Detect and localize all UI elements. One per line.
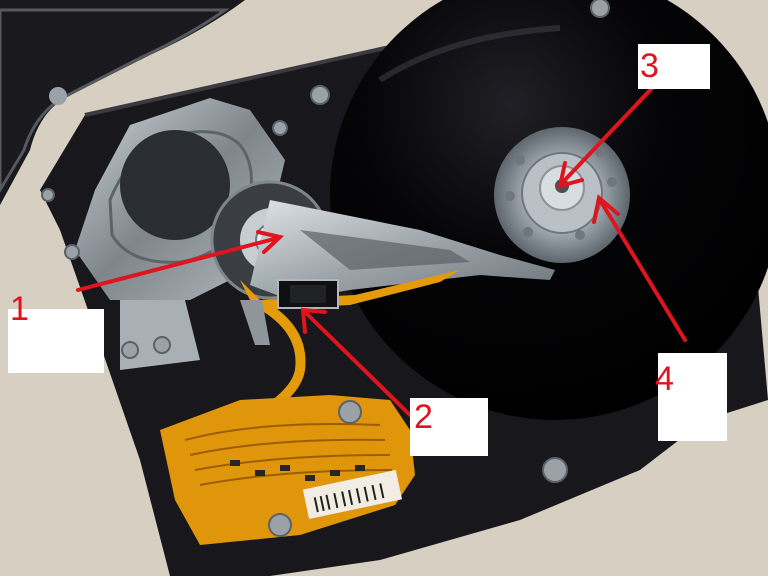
label-blank-1 xyxy=(8,309,104,373)
screw-icon xyxy=(272,120,288,136)
preamp-chip xyxy=(277,279,339,309)
label-blank-3 xyxy=(638,44,710,89)
arrow-2 xyxy=(303,310,412,417)
screw-icon xyxy=(41,188,55,202)
magnet-pad xyxy=(120,130,230,240)
callout-number-1: 1 xyxy=(10,290,29,328)
barcode-label xyxy=(302,469,403,520)
annotation-arrows xyxy=(76,83,687,417)
screw-icon xyxy=(64,244,80,260)
hub-screws xyxy=(505,147,617,240)
screw-icon xyxy=(590,0,610,18)
callout-number-4: 4 xyxy=(655,360,674,398)
label-blank-2 xyxy=(410,398,488,456)
drive-lid xyxy=(0,0,245,205)
arrow-1 xyxy=(76,236,280,292)
screw-icon xyxy=(268,513,292,537)
label-blank-4 xyxy=(658,353,727,441)
screw-icon xyxy=(121,341,139,359)
callout-number-3: 3 xyxy=(640,47,659,85)
screw-icon xyxy=(49,87,67,105)
arrow-3 xyxy=(560,83,657,185)
screw-icon xyxy=(542,457,568,483)
screw-icon xyxy=(338,400,362,424)
screw-icon xyxy=(153,336,171,354)
callout-number-2: 2 xyxy=(414,398,433,436)
arrow-4 xyxy=(598,198,687,342)
screw-icon xyxy=(310,85,330,105)
